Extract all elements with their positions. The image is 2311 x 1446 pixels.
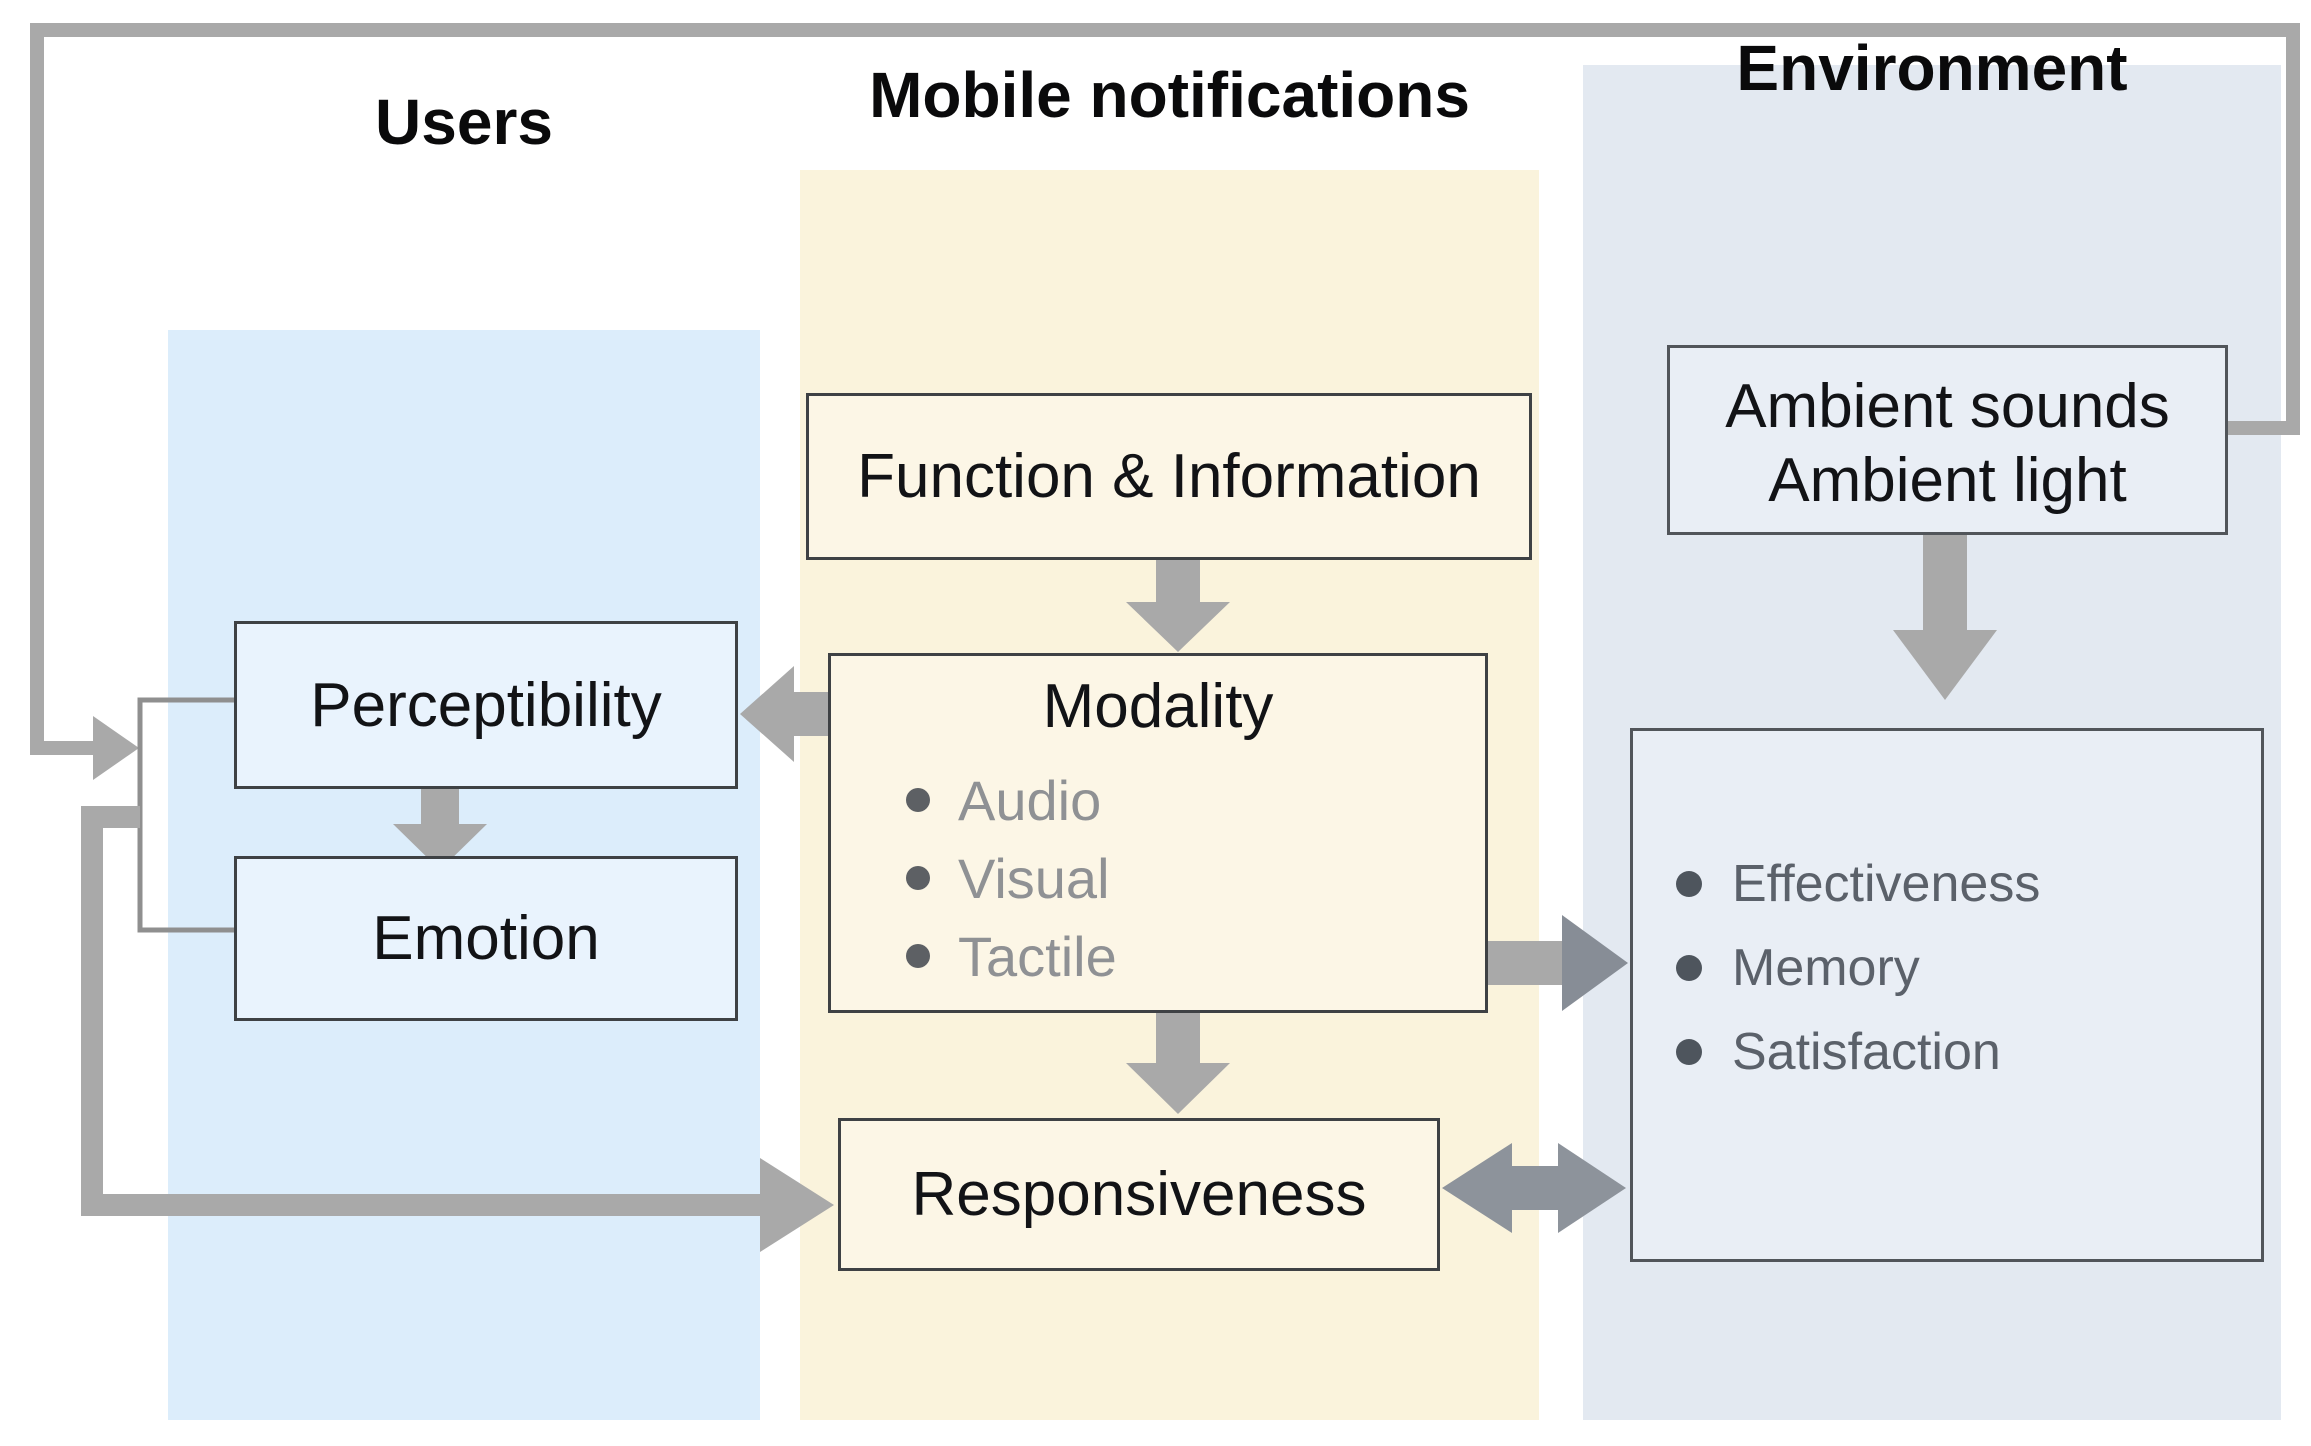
list-item: Audio (831, 761, 1485, 839)
outcomes-box: Effectiveness Memory Satisfaction (1630, 728, 2264, 1262)
outcome-item-satisfaction: Satisfaction (1732, 1023, 2001, 1081)
modality-to-perceptibility-arrow-shaft (790, 692, 830, 736)
emotion-box: Emotion (234, 856, 738, 1021)
users-to-responsiveness-arrowhead-icon (760, 1158, 834, 1252)
funcinfo-to-modality-arrowhead-icon (1126, 602, 1230, 652)
responsiveness-outcomes-double-arrow-shaft (1506, 1166, 1564, 1210)
responsiveness-outcomes-right-arrowhead-icon (1558, 1143, 1626, 1233)
bullet-icon (906, 944, 930, 968)
mobile-notifications-panel-title: Mobile notifications (869, 59, 1470, 131)
perceptibility-to-emotion-arrow-shaft (421, 787, 459, 827)
modality-to-outcomes-arrowhead-icon (1562, 915, 1628, 1011)
outcome-item-memory: Memory (1732, 939, 1920, 997)
users-panel-title: Users (375, 86, 553, 158)
bullet-icon (906, 866, 930, 890)
ambient-box: Ambient sounds Ambient light (1667, 345, 2228, 535)
modality-title: Modality (1042, 671, 1274, 741)
ambient-light-label: Ambient light (1768, 446, 2127, 515)
list-item: Effectiveness (1633, 842, 2261, 926)
bullet-icon (906, 788, 930, 812)
responsiveness-label: Responsiveness (911, 1160, 1367, 1229)
bullet-icon (1676, 1039, 1702, 1065)
list-item: Satisfaction (1633, 1010, 2261, 1094)
modality-bullet-list: Audio Visual Tactile (831, 761, 1485, 995)
users-to-responsiveness-line (81, 806, 760, 1216)
outcome-item-effectiveness: Effectiveness (1732, 855, 2041, 913)
funcinfo-to-modality-arrow-shaft (1156, 558, 1200, 604)
outer-feedback-loop-arrowhead-icon (93, 716, 139, 780)
environment-panel-title: Environment (1736, 32, 2128, 104)
outer-feedback-loop-line (30, 23, 2300, 755)
bullet-icon (1676, 955, 1702, 981)
list-item: Tactile (831, 917, 1485, 995)
perceptibility-box: Perceptibility (234, 621, 738, 789)
bullet-icon (1676, 871, 1702, 897)
modality-item-tactile: Tactile (958, 924, 1117, 988)
list-item: Memory (1633, 926, 2261, 1010)
function-information-label: Function & Information (857, 442, 1481, 511)
ambient-sounds-label: Ambient sounds (1725, 372, 2170, 441)
function-information-box: Function & Information (806, 393, 1532, 560)
ambient-to-outcomes-arrow-shaft (1923, 533, 1967, 633)
users-bracket-line (137, 697, 234, 933)
modality-to-outcomes-arrow-shaft (1486, 941, 1566, 985)
ambient-to-outcomes-arrowhead-icon (1893, 630, 1997, 700)
responsiveness-outcomes-left-arrowhead-icon (1442, 1143, 1512, 1233)
responsiveness-box: Responsiveness (838, 1118, 1440, 1271)
emotion-label: Emotion (372, 904, 600, 973)
modality-to-responsiveness-arrow-shaft (1156, 1011, 1200, 1065)
outcomes-bullet-list: Effectiveness Memory Satisfaction (1633, 842, 2261, 1094)
perceptibility-label: Perceptibility (310, 670, 662, 740)
perceptibility-to-emotion-arrowhead-icon (393, 824, 487, 870)
list-item: Visual (831, 839, 1485, 917)
modality-to-responsiveness-arrowhead-icon (1126, 1063, 1230, 1114)
modality-item-visual: Visual (958, 846, 1110, 910)
modality-box: Modality Audio Visual Tactile (828, 653, 1488, 1013)
modality-item-audio: Audio (958, 768, 1102, 832)
modality-to-perceptibility-arrowhead-icon (740, 666, 794, 762)
